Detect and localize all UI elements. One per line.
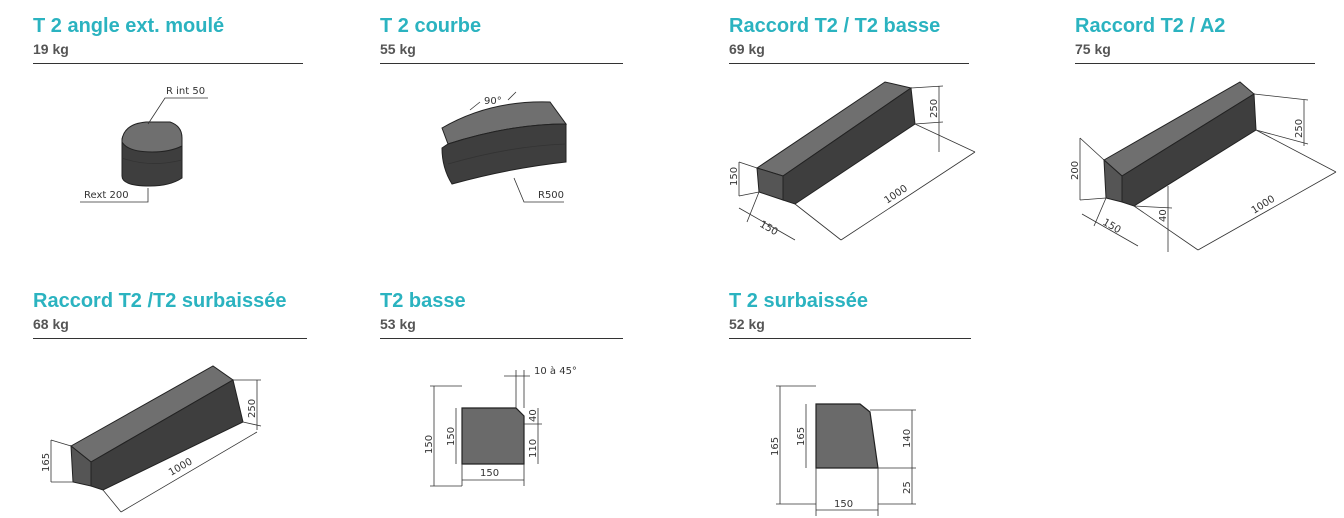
drawing-raccord-t2-a2: 250 200 1000 150 40 bbox=[1070, 81, 1337, 252]
divider bbox=[729, 338, 971, 339]
dim-label: 25 bbox=[902, 481, 913, 494]
product-weight: 19 kg bbox=[33, 41, 69, 57]
drawing-t2-surbaissee: 165 165 140 25 150 bbox=[770, 385, 916, 516]
dim-label: 1000 bbox=[167, 456, 195, 478]
dim-label: 150 bbox=[446, 427, 457, 446]
dim-label: 40 bbox=[1158, 209, 1169, 222]
divider bbox=[380, 338, 623, 339]
divider bbox=[1075, 63, 1315, 64]
divider bbox=[380, 63, 623, 64]
product-title: T 2 surbaissée bbox=[729, 290, 868, 312]
dim-label: 140 bbox=[902, 429, 913, 448]
product-weight: 68 kg bbox=[33, 316, 69, 332]
product-card: T 2 surbaissée 52 kg bbox=[729, 289, 971, 339]
product-title: T2 basse bbox=[380, 290, 466, 312]
dim-label: 150 bbox=[758, 219, 780, 238]
drawing-t2-basse: 10 à 45° 150 150 40 110 150 bbox=[424, 365, 577, 487]
product-title: T 2 angle ext. moulé bbox=[33, 15, 225, 37]
divider bbox=[33, 63, 303, 64]
divider bbox=[33, 338, 307, 339]
product-card: T2 basse 53 kg bbox=[380, 289, 623, 339]
dim-label: 110 bbox=[528, 439, 539, 458]
product-title: T 2 courbe bbox=[380, 15, 482, 37]
product-card: Raccord T2 / A2 75 kg bbox=[1075, 14, 1315, 64]
divider bbox=[729, 63, 969, 64]
drawing-raccord-t2-surbaissee: 250 165 1000 bbox=[41, 365, 262, 513]
dim-label: Rext 200 bbox=[84, 190, 129, 201]
drawing-courbe: 90° R500 bbox=[441, 91, 567, 203]
dim-label: 165 bbox=[41, 453, 52, 472]
dim-label: 150 bbox=[729, 167, 740, 186]
dim-label: 165 bbox=[770, 437, 781, 456]
dim-label: 250 bbox=[929, 99, 940, 118]
product-title: Raccord T2 / A2 bbox=[1075, 15, 1226, 37]
product-weight: 75 kg bbox=[1075, 41, 1111, 57]
product-card: Raccord T2 /T2 surbaissée 68 kg bbox=[33, 289, 307, 339]
dim-label: R500 bbox=[538, 190, 564, 201]
product-weight: 69 kg bbox=[729, 41, 765, 57]
product-card: T 2 courbe 55 kg bbox=[380, 14, 623, 64]
dim-label: 90° bbox=[484, 96, 502, 107]
dim-label: 40 bbox=[528, 409, 539, 422]
dim-label: 250 bbox=[247, 399, 258, 418]
dim-label: 10 à 45° bbox=[534, 365, 577, 377]
product-weight: 52 kg bbox=[729, 316, 765, 332]
product-title: Raccord T2 /T2 surbaissée bbox=[33, 290, 287, 312]
dim-label: 200 bbox=[1070, 161, 1081, 180]
dim-label: 250 bbox=[1294, 119, 1305, 138]
dim-label: 165 bbox=[796, 427, 807, 446]
drawing-raccord-t2-basse: 250 150 1000 150 bbox=[729, 81, 976, 241]
dim-label: 150 bbox=[1101, 217, 1123, 236]
product-card: Raccord T2 / T2 basse 69 kg bbox=[729, 14, 969, 64]
product-title: Raccord T2 / T2 basse bbox=[729, 15, 941, 37]
drawing-angle-ext: R int 50 Rext 200 bbox=[80, 86, 208, 203]
product-weight: 53 kg bbox=[380, 316, 416, 332]
product-card: T 2 angle ext. moulé 19 kg bbox=[33, 14, 303, 64]
dim-label: R int 50 bbox=[166, 86, 205, 97]
dim-label: 150 bbox=[480, 468, 499, 479]
dim-label: 150 bbox=[424, 435, 435, 454]
dim-label: 150 bbox=[834, 499, 853, 510]
product-weight: 55 kg bbox=[380, 41, 416, 57]
dim-label: 1000 bbox=[883, 183, 910, 206]
